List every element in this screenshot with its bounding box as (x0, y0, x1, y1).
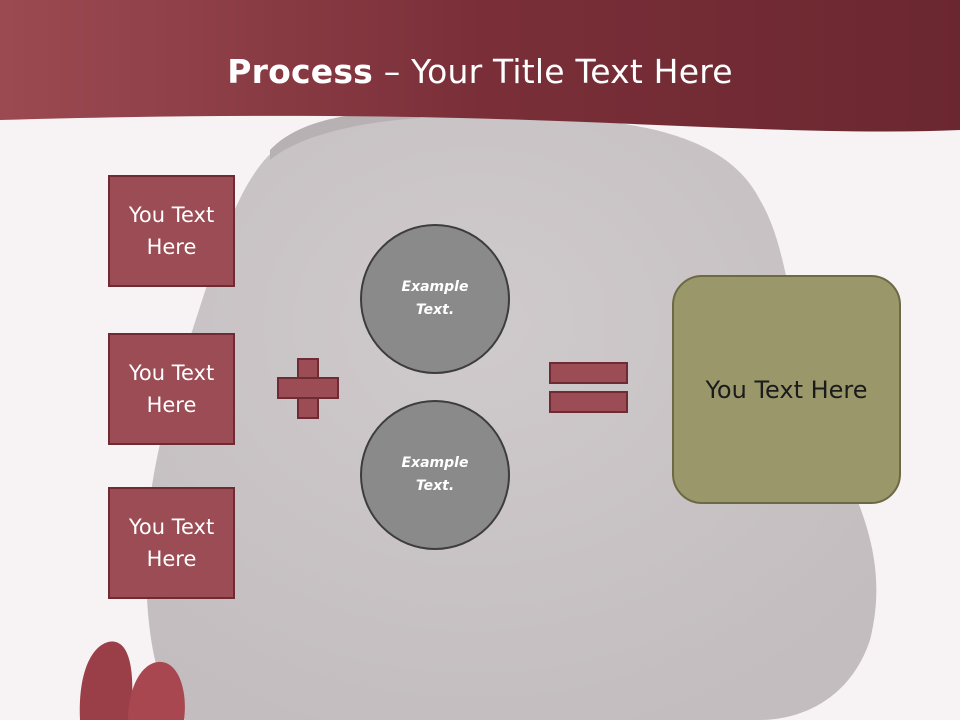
title-bold: Process (227, 52, 374, 91)
result-box-label: You Text Here (705, 375, 868, 404)
header-band (0, 0, 960, 132)
input-box-3-label: You Text Here (128, 515, 215, 571)
input-box-1-label: You Text Here (128, 203, 215, 259)
title-rest: – Your Title Text Here (373, 52, 733, 91)
input-box-3: You Text Here (108, 487, 235, 599)
background-object (146, 111, 877, 720)
slide-title: Process – Your Title Text Here (0, 52, 960, 91)
input-box-2: You Text Here (108, 333, 235, 445)
result-box: You Text Here (672, 275, 901, 504)
example-circle-1: Example Text. (360, 224, 510, 374)
input-box-2-label: You Text Here (128, 361, 215, 417)
example-circle-1-label: Example Text. (401, 279, 469, 318)
decor-leaf-1 (79, 641, 133, 720)
input-box-1: You Text Here (108, 175, 235, 287)
example-circle-2-label: Example Text. (401, 455, 469, 494)
example-circle-2: Example Text. (360, 400, 510, 550)
decor-leaf-2 (128, 661, 185, 720)
